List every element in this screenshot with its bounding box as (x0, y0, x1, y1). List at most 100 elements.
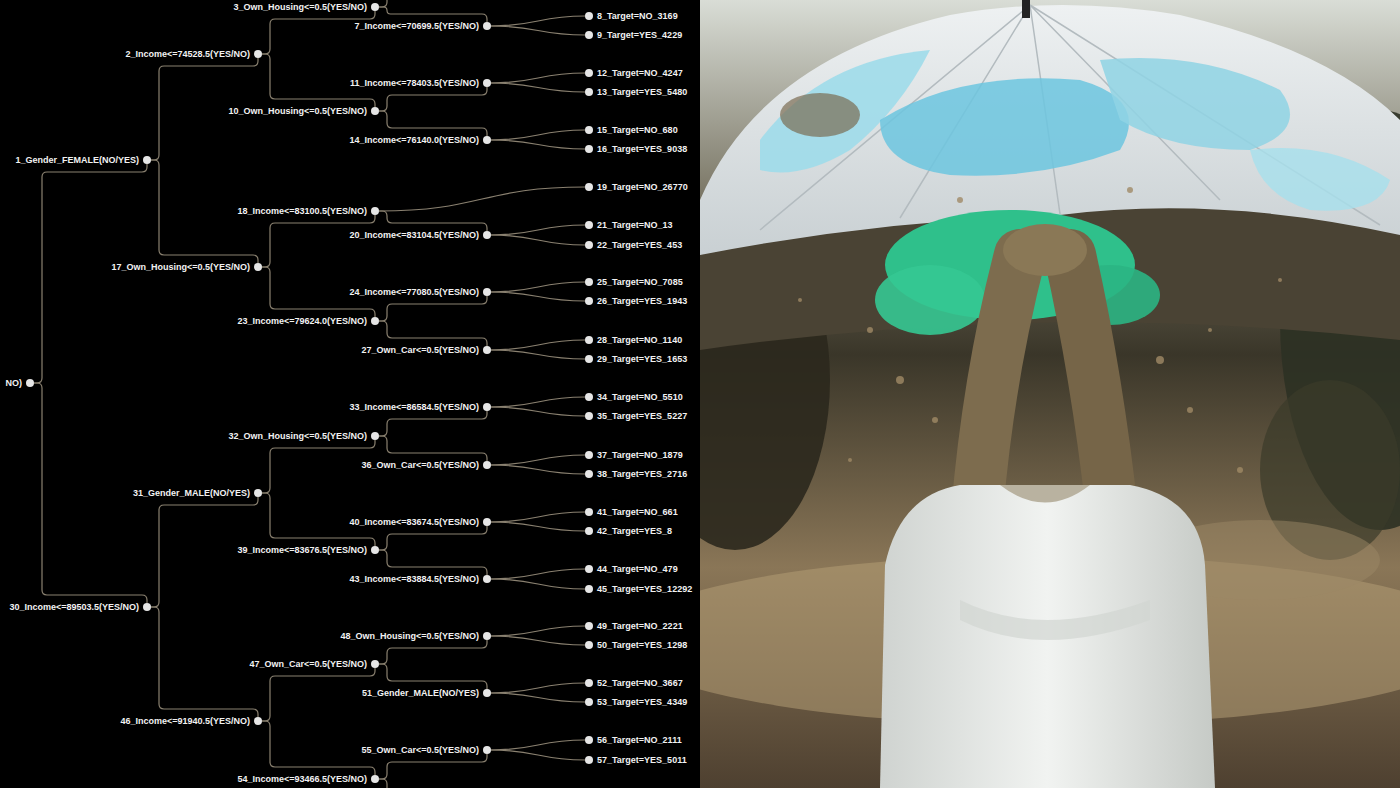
node-label: 39_Income<=83676.5(YES/NO) (237, 545, 367, 556)
node-label: 3_Own_Housing<=0.5(YES/NO) (233, 2, 367, 13)
node-label: 7_Income<=70699.5(YES/NO) (354, 21, 479, 32)
tree-branch (491, 140, 585, 149)
tree-branch (491, 740, 585, 750)
tree-branch (491, 569, 585, 579)
tree-branch (491, 512, 585, 522)
paint-splash (880, 78, 1129, 175)
tree-node: 57_Target=YES_5011 (585, 756, 593, 764)
tree-node: 37_Target=NO_1879 (585, 451, 593, 459)
umbrella-shaft (1022, 0, 1030, 18)
dust-particle (1237, 467, 1243, 473)
dust-particle (896, 376, 904, 384)
tree-node: 35_Target=YES_5227 (585, 412, 593, 420)
tree-node: 31_Gender_MALE(NO/YES) (254, 489, 262, 497)
tree-branch (379, 211, 487, 231)
node-label: 23_Income<=79624.0(YES/NO) (237, 316, 367, 327)
shirt-fold (960, 600, 1150, 640)
tree-node: 11_Income<=78403.5(YES/NO) (483, 79, 491, 87)
tree-node: 22_Target=YES_453 (585, 241, 593, 249)
tree-node: 33_Income<=86584.5(YES/NO) (483, 403, 491, 411)
tree-branch-stub (379, 779, 387, 788)
node-label: 30_Income<=89503.5(YES/NO) (9, 602, 139, 613)
node-label: 42_Target=YES_8 (597, 526, 672, 537)
tree-node: 10_Own_Housing<=0.5(YES/NO) (371, 107, 379, 115)
node-label: 13_Target=YES_5480 (597, 87, 687, 98)
node-label: 37_Target=NO_1879 (597, 450, 683, 461)
tree-node: 29_Target=YES_1653 (585, 355, 593, 363)
tree-branch (491, 626, 585, 636)
node-label: 33_Income<=86584.5(YES/NO) (349, 402, 479, 413)
tree-branch (379, 550, 487, 575)
tree-branch (379, 640, 487, 664)
node-label: 25_Target=NO_7085 (597, 277, 683, 288)
tree-branch (262, 11, 375, 54)
dust-particle (1278, 278, 1282, 282)
dust-particle (848, 458, 852, 462)
node-label: 51_Gender_MALE(NO/YES) (362, 688, 479, 699)
node-label: 26_Target=YES_1943 (597, 296, 687, 307)
tree-branch (379, 664, 487, 689)
node-label: 56_Target=NO_2111 (597, 735, 682, 746)
tree-branch (491, 130, 585, 140)
tree-branch (379, 436, 487, 461)
tree-branch (491, 579, 585, 589)
node-label: 40_Income<=83674.5(YES/NO) (349, 517, 479, 528)
tree-node: 12_Target=NO_4247 (585, 69, 593, 77)
node-label: 9_Target=YES_4229 (597, 30, 682, 41)
tree-node: 47_Own_Car<=0.5(YES/NO) (371, 660, 379, 668)
tree-branch (491, 683, 585, 693)
tree-branch (491, 350, 585, 359)
tree-node: 18_Income<=83100.5(YES/NO) (371, 207, 379, 215)
tree-node: 30_Income<=89503.5(YES/NO) (143, 603, 151, 611)
node-label: 10_Own_Housing<=0.5(YES/NO) (228, 106, 367, 117)
tree-node: 40_Income<=83674.5(YES/NO) (483, 518, 491, 526)
tree-node: 43_Income<=83884.5(YES/NO) (483, 575, 491, 583)
tree-branch (491, 292, 585, 301)
tree-branch (379, 187, 585, 211)
node-label: NO) (6, 378, 23, 389)
tree-node: 39_Income<=83676.5(YES/NO) (371, 546, 379, 554)
tree-node: 52_Target=NO_3667 (585, 679, 593, 687)
tree-node: 46_Income<=91940.5(YES/NO) (254, 717, 262, 725)
node-label: 44_Target=NO_479 (597, 564, 678, 575)
tree-node: 45_Target=YES_12292 (585, 585, 593, 593)
dust-particle (1208, 328, 1212, 332)
tree-branch (379, 754, 487, 779)
tree-node: 56_Target=NO_2111 (585, 736, 593, 744)
tree-branch (379, 321, 487, 346)
node-label: 20_Income<=83104.5(YES/NO) (349, 230, 479, 241)
tree-node: 13_Target=YES_5480 (585, 88, 593, 96)
green-powder (875, 265, 985, 335)
dust-particles (798, 187, 1282, 473)
tree-node: 36_Own_Car<=0.5(YES/NO) (483, 461, 491, 469)
tree-branch (491, 235, 585, 245)
tree-branch (262, 215, 375, 267)
tree-node: 41_Target=NO_661 (585, 508, 593, 516)
node-label: 2_Income<=74528.5(YES/NO) (125, 49, 250, 60)
tree-branch (151, 607, 258, 717)
tree-node: 34_Target=NO_5510 (585, 393, 593, 401)
tree-branch (491, 397, 585, 407)
tree-branch (491, 465, 585, 474)
node-label: 45_Target=YES_12292 (597, 584, 692, 595)
tree-branch (491, 73, 585, 83)
tree-branch (379, 411, 487, 436)
node-label: 16_Target=YES_9038 (597, 144, 687, 155)
tree-branch (491, 693, 585, 702)
dust-particle (1187, 407, 1193, 413)
node-label: 36_Own_Car<=0.5(YES/NO) (361, 460, 479, 471)
node-label: 8_Target=NO_3169 (597, 11, 678, 22)
tree-node: 53_Target=YES_4349 (585, 698, 593, 706)
node-label: 32_Own_Housing<=0.5(YES/NO) (228, 431, 367, 442)
node-label: 27_Own_Car<=0.5(YES/NO) (361, 345, 479, 356)
white-shirt (880, 485, 1215, 788)
shirt-collar (1000, 485, 1090, 503)
node-label: 17_Own_Housing<=0.5(YES/NO) (111, 262, 250, 273)
tree-node: 9_Target=YES_4229 (585, 31, 593, 39)
tree-branch (491, 407, 585, 416)
tree-branch (34, 383, 147, 603)
node-label: 54_Income<=93466.5(YES/NO) (237, 774, 367, 785)
node-label: 48_Own_Housing<=0.5(YES/NO) (340, 631, 479, 642)
